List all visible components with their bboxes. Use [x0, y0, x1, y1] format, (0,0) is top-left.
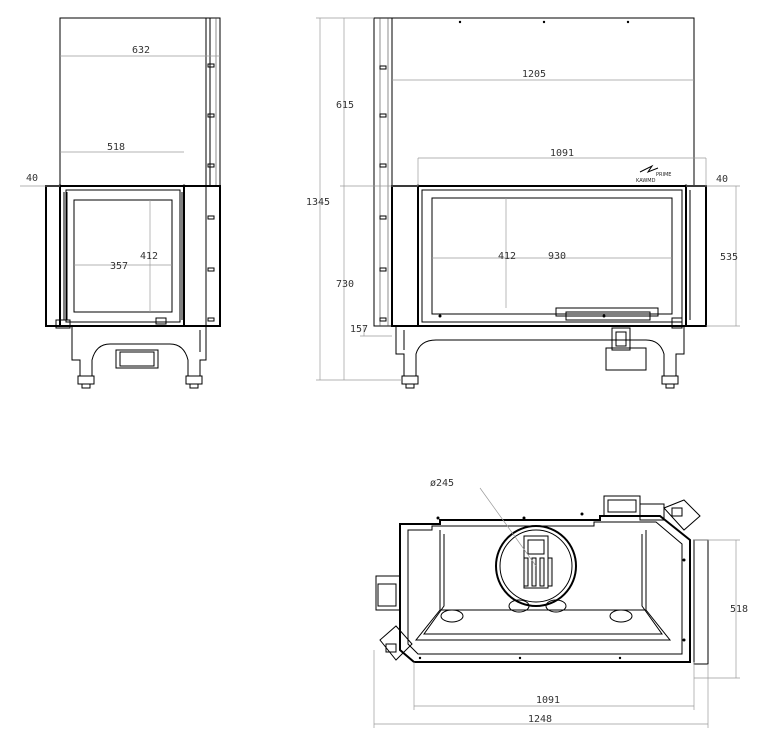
- dim-front-margin: 40: [26, 173, 38, 184]
- brand-logo: PRIME KAWMD: [636, 164, 671, 184]
- dim-side-width-1091: 1091: [550, 148, 574, 159]
- front-view: [45, 17, 221, 389]
- dim-top-width-1091: 1091: [536, 695, 560, 706]
- dim-side-width-1205: 1205: [522, 69, 546, 80]
- dim-top-width-1248: 1248: [528, 714, 552, 725]
- side-dimensions: 1345 615 730 157 1205 1091 40 412 930 53…: [306, 17, 740, 381]
- dim-side-glass-width: 930: [548, 251, 566, 262]
- dim-top-flue: ø245: [430, 478, 454, 489]
- dim-front-height: 412: [140, 251, 158, 262]
- dim-side-height-535: 535: [720, 252, 738, 263]
- dim-side-glass-height: 412: [498, 251, 516, 262]
- dim-top-depth: 518: [730, 604, 748, 615]
- dim-side-lower: 730: [336, 279, 354, 290]
- front-bolts: [207, 63, 215, 322]
- top-dimensions: ø245 518 1091 1248: [373, 478, 748, 728]
- dim-front-width: 632: [132, 45, 150, 56]
- dim-side-upper: 615: [336, 100, 354, 111]
- side-view: PRIME KAWMD: [373, 17, 707, 389]
- dim-side-margin: 40: [716, 174, 728, 185]
- dim-front-door-inner: 357: [110, 261, 128, 272]
- side-bolts: [379, 65, 387, 322]
- dim-side-base: 157: [350, 324, 368, 335]
- brand-logo-subtext: KAWMD: [636, 178, 656, 184]
- brand-logo-text: PRIME: [656, 172, 671, 178]
- front-dimensions: 632 518 40 412 357: [20, 45, 220, 312]
- top-view: [375, 487, 709, 665]
- dim-front-door-width: 518: [107, 142, 125, 153]
- dim-side-total-height: 1345: [306, 197, 330, 208]
